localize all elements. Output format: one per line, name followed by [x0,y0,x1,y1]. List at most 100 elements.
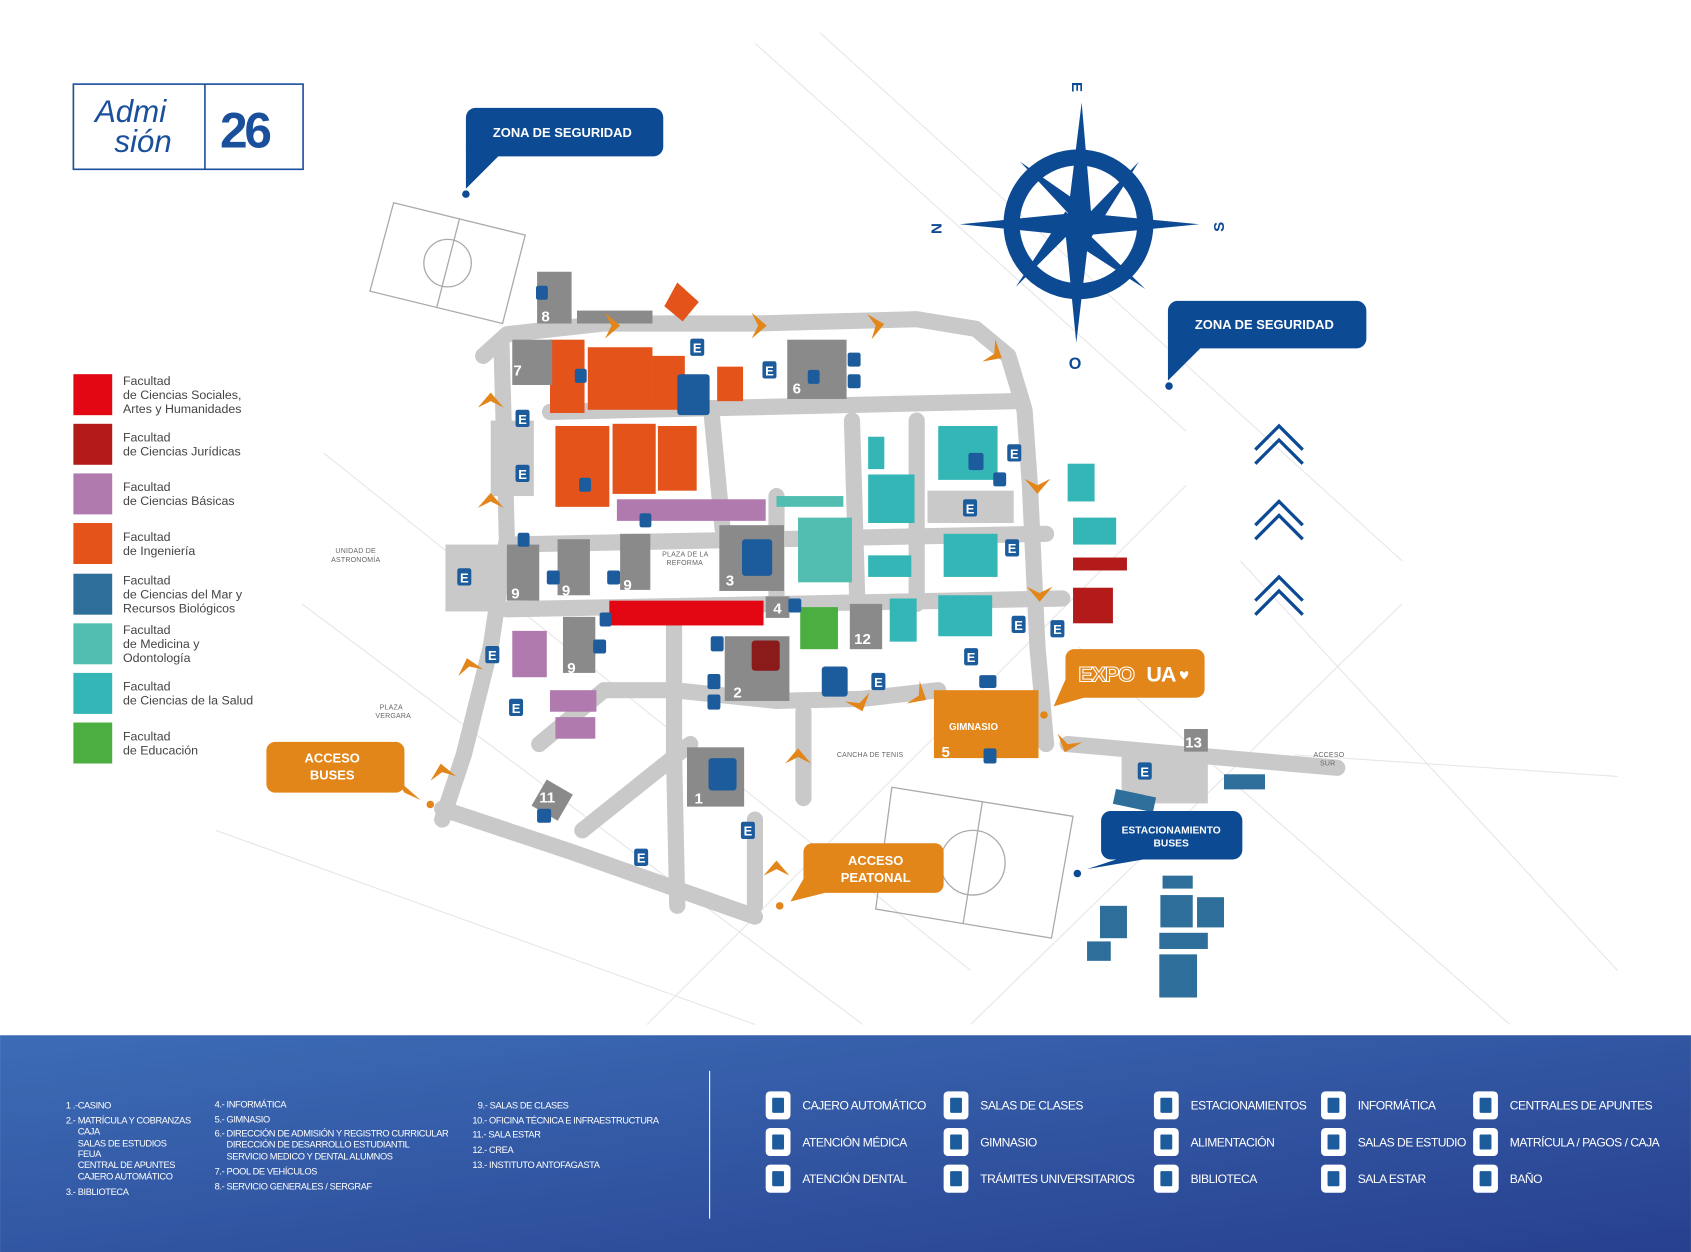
compass-rose: E N S O [928,82,1228,373]
logo-year: 26 [220,103,270,159]
building-number-9: 9 [511,586,519,603]
zona-seguridad-label: ZONA DE SEGURIDAD [493,125,632,140]
building-number-11: 11 [539,789,555,806]
compass-north: N [928,223,945,234]
building-number-6: 6 [793,381,801,398]
medical-cross-icon [847,352,861,367]
entrance-arrows [430,312,1083,876]
parking-markers[interactable]: E E E E E E E E E E E E E E E E E [457,338,1152,866]
parking-icon[interactable]: E [874,675,883,690]
parking-icon[interactable]: E [1053,622,1062,637]
parking-icon[interactable]: E [1014,618,1023,633]
building-list-item: CAJA [78,1126,101,1136]
atm-icon [751,640,780,671]
document-pen-icon [707,673,721,690]
faculty-name: de Ingeniería [123,544,195,558]
tooth-icon [847,374,861,389]
faculty-name: Facultad [123,573,171,587]
faculty-name: Artes y Humanidades [123,402,241,416]
buildings-marine [1087,774,1265,998]
food-icon [993,472,1007,487]
building-list-item: 6.- DIRECCIÓN DE ADMISIÓN Y REGISTRO CUR… [215,1129,449,1139]
icon-legend-item: SALA ESTAR [1321,1164,1427,1193]
parking-icon[interactable]: E [1140,764,1149,779]
building-list-item: SALAS DE ESTUDIOS [78,1138,167,1148]
building-list-item: 1 .-CASINO [66,1101,111,1111]
faculty-name: Facultad [123,729,171,743]
faculty-name: de Educación [123,743,198,757]
parking-icon[interactable]: E [966,501,975,516]
callout-text: ESTACIONAMIENTO [1122,826,1221,837]
icon-legend-label: SALA ESTAR [1358,1172,1427,1186]
restroom-icon [599,612,612,627]
food-icon [677,374,710,416]
parking-icon[interactable]: E [518,412,527,427]
expoua-callout[interactable]: EXPO UA [1040,649,1205,719]
icon-legend-label: BIBLIOTECA [1191,1172,1259,1186]
parking-icon[interactable]: E [765,363,774,378]
icon-legend-item: ALIMENTACIÓN [1153,1127,1275,1157]
parking-icon[interactable]: E [460,570,469,585]
icon-legend-label: ATENCIÓN DENTAL [802,1171,907,1186]
icon-legend-item: INFORMÁTICA [1321,1091,1437,1120]
building-number-2: 2 [733,685,741,702]
admision-logo: Admi sión 26 [72,83,304,171]
parking-icon[interactable]: E [637,851,646,866]
faculty-name: de Ciencias Jurídicas [123,445,241,459]
buildings-other [512,425,1127,759]
zona-seguridad-label: ZONA DE SEGURIDAD [1195,317,1334,332]
armchair-icon-glyph [1327,1171,1340,1187]
faculty-color-swatch [73,623,113,665]
building-number-4: 4 [773,601,782,618]
icon-legend-label: CENTRALES DE APUNTES [1510,1099,1653,1113]
food-icon-glyph [1160,1134,1173,1150]
plaza-areas [445,420,1208,804]
book-icon [741,539,773,576]
building-number-3: 3 [726,573,734,590]
restroom-icon [579,477,592,492]
icon-legend-label: ESTACIONAMIENTOS [1191,1099,1307,1113]
icon-legend-item: ESTACIONAMIENTOS [1153,1091,1307,1120]
astronomia-label: ASTRONOMÍA [331,555,380,564]
food-icon [708,758,737,791]
building-number-5: 5 [941,744,949,761]
service-markers[interactable] [517,285,1007,823]
faculty-name: de Ciencias del Mar y [123,588,243,602]
astronomia-label: UNIDAD DE [335,548,376,555]
icon-legend-item: TRÁMITES UNIVERSITARIOS [943,1164,1135,1193]
logo-line2: sión [114,124,171,159]
faculty-name: Recursos Biológicos [123,602,235,616]
parking-icon[interactable]: E [488,648,497,663]
dumbbell-icon-glyph [950,1134,962,1150]
building-list-item: 3.- BIBLIOTECA [66,1187,130,1197]
icon-legend-item: BIBLIOTECA [1153,1164,1259,1193]
buildings-engineering [550,282,744,507]
parking-icon[interactable]: E [1010,446,1019,461]
acceso-buses-callout: ACCESO BUSES [266,741,435,809]
restroom-icon [574,368,587,383]
parking-icon[interactable]: E [967,650,976,665]
faculty-color-swatch [73,523,113,564]
faculty-color-swatch [73,423,113,465]
parking-icon[interactable]: E [1008,541,1017,556]
faculty-name: Facultad [123,680,171,694]
notes-center-icon-glyph [1479,1097,1492,1113]
parking-icon[interactable]: E [512,701,521,716]
expoua-outline-text: EXPO [1078,662,1134,687]
faculty-name: Facultad [123,623,171,637]
icon-legend-item: MATRÍCULA / PAGOS / CAJA [1473,1127,1661,1157]
parking-icon[interactable]: E [518,467,527,482]
restroom-icon-glyph [1479,1171,1492,1187]
dollar-icon [707,694,721,710]
gimnasio-label: GIMNASIO [949,722,998,733]
footer-background [0,1035,1691,1252]
icon-legend-item: ATENCIÓN MÉDICA [765,1127,909,1157]
parking-icon[interactable]: E [693,341,702,356]
parking-icon[interactable]: E [744,824,753,839]
computer-icon-glyph [1327,1097,1340,1113]
vergara-label: PLAZA [380,705,403,712]
